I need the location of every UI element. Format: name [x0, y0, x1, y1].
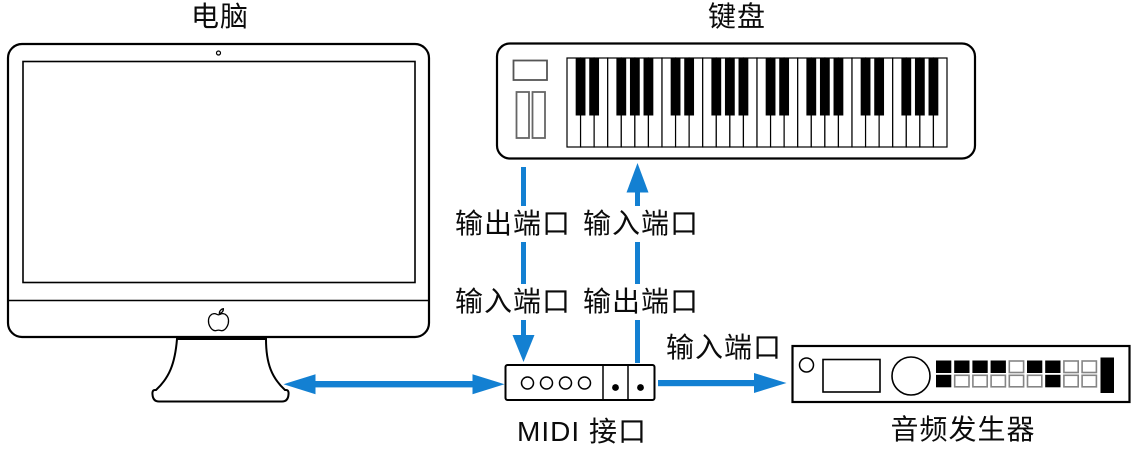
- keyboard-pitch-wheel: [515, 91, 530, 139]
- keyboard-to-interface-arrow: [512, 167, 535, 362]
- midi-interface-label: MIDI 接口: [517, 416, 647, 447]
- midi-port-circle: [539, 376, 554, 390]
- port-label-interface-input: 输入端口: [451, 284, 575, 320]
- midi-indicator-dot: [612, 384, 619, 391]
- sound-generator-knob: [891, 356, 931, 396]
- computer-screen: [22, 60, 416, 284]
- sound-generator-body: [791, 344, 1131, 404]
- port-label-keyboard-input: 输入端口: [579, 206, 703, 242]
- sound-generator-bar: [1100, 357, 1114, 393]
- keyboard-title: 键盘: [707, 1, 767, 32]
- port-label-interface-output: 输出端口: [579, 284, 703, 320]
- midi-port-circle: [577, 376, 592, 390]
- midi-port-circle: [558, 376, 573, 390]
- apple-logo-icon: [207, 307, 230, 332]
- sound-generator-label: 音频发生器: [890, 414, 1036, 445]
- keyboard-mod-wheel: [531, 91, 546, 139]
- computer-stand: [151, 338, 290, 403]
- midi-indicator-dot: [637, 384, 644, 391]
- computer-title: 电脑: [190, 1, 250, 32]
- port-label-keyboard-output: 输出端口: [451, 206, 575, 242]
- sound-generator-buttons: [936, 360, 1098, 388]
- keyboard-illustration: [495, 42, 977, 160]
- computer-midi-double-arrow: [283, 374, 505, 395]
- sound-generator-power: [798, 357, 815, 373]
- midi-interface-illustration: [504, 364, 656, 401]
- interface-to-keyboard-arrow: [626, 163, 649, 363]
- midi-interface-body: [504, 364, 656, 401]
- midi-port-circle: [520, 376, 535, 390]
- computer-camera-dot: [215, 50, 222, 56]
- keyboard-display: [512, 59, 548, 81]
- port-label-generator-input: 输入端口: [662, 330, 786, 366]
- sound-generator-display: [822, 358, 881, 393]
- computer-body: [6, 42, 431, 339]
- sound-generator-illustration: [791, 344, 1131, 404]
- interface-to-generator-arrow: [658, 373, 787, 393]
- computer-illustration: [6, 42, 431, 403]
- piano-keys: [566, 57, 948, 148]
